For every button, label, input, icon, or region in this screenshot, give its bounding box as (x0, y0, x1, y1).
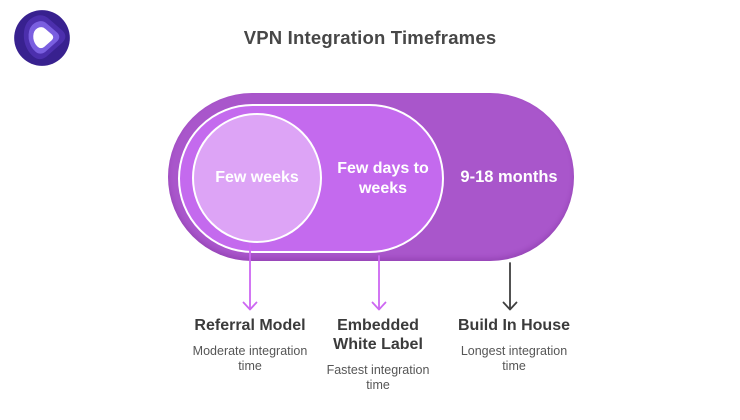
model-note-embedded: Fastest integration time (326, 363, 430, 392)
model-name-build: Build In House (458, 317, 570, 334)
model-note-build: Longest integration time (460, 344, 568, 373)
circle-referral-model (192, 113, 322, 243)
page-title: VPN Integration Timeframes (243, 27, 497, 48)
timeframe-build: 9-18 months (444, 93, 574, 261)
label-group-referral: Referral Model Moderate integration time (185, 316, 315, 374)
timeframe-referral: Few weeks (192, 113, 322, 243)
vpn-brand-logo-icon (14, 10, 70, 66)
label-group-build: Build In House Longest integration time (450, 316, 578, 374)
build-arrow (502, 262, 518, 311)
timeframe-embedded: Few days to weeks (322, 104, 444, 253)
timeframe-build-text: 9-18 months (460, 168, 558, 186)
model-name-embedded: Embedded White Label (333, 317, 423, 353)
timeframe-referral-text: Few weeks (215, 169, 299, 186)
embedded-arrow (371, 255, 387, 311)
model-note-referral: Moderate integration time (192, 344, 308, 373)
model-name-referral: Referral Model (194, 317, 306, 334)
timeframe-embedded-text: Few days to weeks (337, 159, 429, 197)
label-group-embedded: Embedded White Label Fastest integration… (318, 316, 438, 393)
